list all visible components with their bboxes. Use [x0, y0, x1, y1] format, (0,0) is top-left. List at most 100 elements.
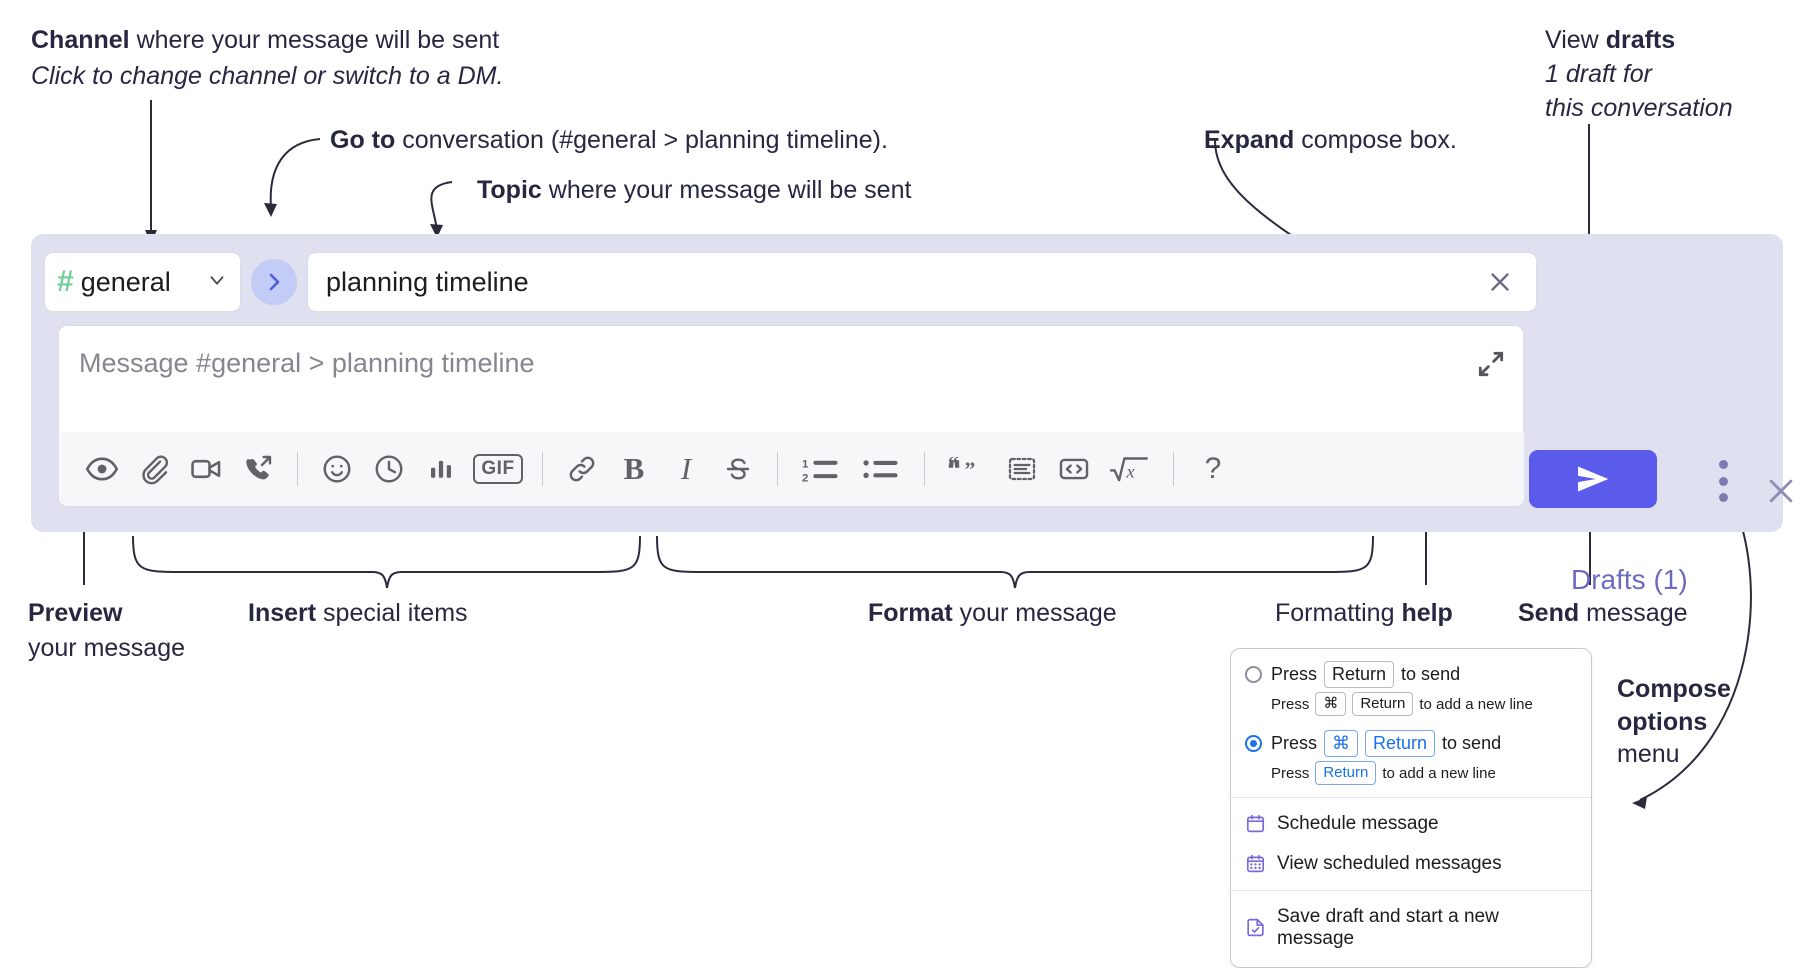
svg-text:1: 1 [802, 459, 809, 471]
clock-icon[interactable] [363, 443, 415, 495]
kebab-dot-3 [1718, 493, 1728, 502]
annotation-send: Send message [1518, 598, 1808, 629]
annotation-preview: Preview your message [28, 598, 258, 664]
compose-header-row: # general planning timeline [44, 247, 1537, 317]
annotation-send-rest: message [1579, 599, 1688, 627]
annotation-channel: Channel where your message will be sent … [31, 25, 651, 92]
help-icon[interactable]: ? [1187, 443, 1239, 495]
menu-item-schedule-label: Schedule message [1277, 812, 1439, 834]
gif-icon[interactable]: GIF [467, 443, 529, 495]
annotation-goto-rest: conversation (#general > planning timeli… [395, 126, 888, 154]
math-icon[interactable]: x [1100, 443, 1160, 495]
italic-icon[interactable]: I [660, 443, 712, 495]
annotation-insert-rest: special items [316, 599, 468, 627]
drafts-link[interactable]: Drafts (1) [1571, 564, 1688, 595]
option2-tosend: to send [1442, 733, 1502, 754]
expand-icon[interactable] [1475, 348, 1509, 382]
close-icon[interactable] [1764, 474, 1798, 508]
send-option-cmd-return[interactable]: Press ⌘ Return to send [1231, 728, 1591, 759]
menu-item-view-scheduled[interactable]: View scheduled messages [1231, 844, 1591, 884]
annotation-compose-options: Compose options menu [1617, 673, 1814, 771]
annotation-format: Format your message [868, 598, 1198, 629]
attachment-icon[interactable] [128, 443, 180, 495]
link-icon[interactable] [556, 443, 608, 495]
help-label: ? [1204, 452, 1222, 485]
annotation-topic-rest: where your message will be sent [541, 176, 912, 204]
go-to-conversation-button[interactable] [251, 259, 297, 305]
svg-text:x: x [1126, 461, 1135, 481]
topic-field[interactable]: planning timeline [307, 252, 1537, 312]
send-shortcut-options: Press Return to send Press ⌘ Return to a… [1231, 649, 1591, 797]
annotation-help-strong: help [1401, 599, 1453, 627]
option1-key-return: Return [1324, 661, 1395, 689]
bulleted-list-icon[interactable] [851, 443, 911, 495]
annotation-drafts-italic-2: this conversation [1545, 94, 1733, 122]
menu-draft-group: Save draft and start a new message [1231, 891, 1591, 967]
hash-icon: # [57, 265, 74, 298]
clear-topic-icon[interactable] [1482, 264, 1518, 300]
annotation-topic-strong: Topic [477, 176, 542, 204]
radio-return[interactable] [1245, 666, 1262, 684]
annotation-drafts-italic-1: 1 draft for [1545, 60, 1652, 88]
radio-cmd-return[interactable] [1245, 735, 1262, 753]
annotation-help-pre: Formatting [1275, 599, 1402, 627]
option1-sub-press: Press [1271, 695, 1310, 713]
annotation-goto: Go to conversation (#general > planning … [330, 125, 1050, 156]
blockquote-icon[interactable]: “ ” [938, 443, 996, 495]
ordered-list-icon[interactable]: 1 2 [791, 443, 851, 495]
send-option-return-sub: Press ⌘ Return to add a new line [1231, 690, 1591, 720]
message-input-box[interactable]: Message #general > planning timeline [58, 325, 1524, 507]
annotation-compose-options-line1: Compose [1617, 675, 1731, 703]
code-block-icon[interactable] [996, 443, 1048, 495]
option2-press: Press [1271, 733, 1318, 754]
annotation-drafts-strong: drafts [1605, 26, 1676, 54]
annotation-drafts: View drafts 1 draft for this conversatio… [1545, 25, 1814, 124]
video-icon[interactable] [180, 443, 232, 495]
compose-options-menu: Press Return to send Press ⌘ Return to a… [1230, 648, 1592, 968]
annotation-format-rest: your message [952, 599, 1117, 627]
channel-name: general [80, 266, 171, 297]
code-icon[interactable] [1048, 443, 1100, 495]
annotation-channel-italic: Click to change channel or switch to a D… [31, 62, 504, 90]
save-draft-icon [1247, 919, 1264, 937]
channel-selector[interactable]: # general [44, 252, 241, 312]
menu-item-schedule-message[interactable]: Schedule message [1231, 804, 1591, 844]
menu-schedule-group: Schedule message View scheduled messages [1231, 798, 1591, 890]
annotation-insert-strong: Insert [248, 599, 317, 627]
toolbar-separator [542, 452, 543, 486]
calendar-list-icon [1246, 855, 1265, 873]
option2-key-cmd: ⌘ [1324, 729, 1359, 758]
menu-item-view-scheduled-label: View scheduled messages [1277, 852, 1502, 874]
option1-tosend: to send [1401, 664, 1461, 685]
compose-inner: # general planning timeline [44, 247, 1537, 517]
preview-icon[interactable] [76, 443, 128, 495]
menu-item-save-draft-label: Save draft and start a new message [1277, 905, 1499, 949]
poll-icon[interactable] [415, 443, 467, 495]
toolbar-separator [1173, 452, 1174, 486]
strikethrough-icon[interactable] [712, 443, 764, 495]
gif-label: GIF [473, 454, 523, 484]
annotation-compose-options-line2: options [1617, 707, 1708, 736]
calendar-icon [1246, 815, 1265, 833]
annotation-channel-rest: where your message will be sent [129, 26, 500, 54]
chevron-down-icon [206, 269, 228, 296]
annotation-expand-rest: compose box. [1294, 126, 1457, 154]
annotation-expand-strong: Expand [1204, 126, 1295, 154]
bold-icon[interactable]: B [608, 443, 660, 495]
toolbar-separator [297, 452, 298, 486]
annotation-send-strong: Send [1518, 599, 1580, 627]
annotation-channel-strong: Channel [31, 26, 130, 54]
page-root: Channel where your message will be sent … [28, 25, 1814, 968]
message-input-placeholder: Message #general > planning timeline [79, 348, 535, 378]
bold-label: B [623, 451, 645, 486]
annotation-expand: Expand compose box. [1204, 125, 1624, 156]
compose-options-button[interactable] [1712, 460, 1734, 502]
emoji-icon[interactable] [311, 443, 363, 495]
option1-sub-rest: to add a new line [1419, 695, 1533, 713]
send-icon [1578, 466, 1609, 492]
audio-call-icon[interactable] [232, 443, 284, 495]
menu-item-save-draft[interactable]: Save draft and start a new message [1231, 897, 1591, 959]
annotation-preview-strong: Preview [28, 599, 123, 627]
send-option-return[interactable]: Press Return to send [1231, 659, 1591, 690]
send-button[interactable] [1529, 450, 1657, 508]
